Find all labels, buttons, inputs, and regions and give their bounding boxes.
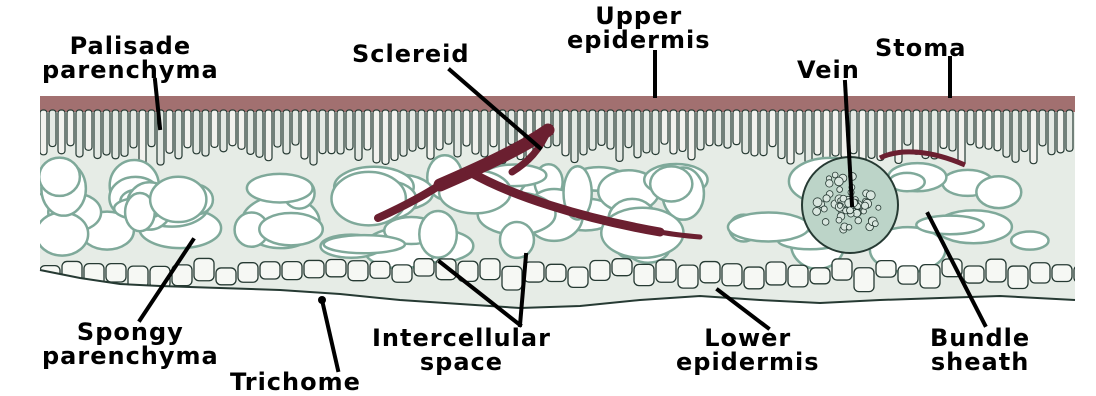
label-upper-line2: epidermis (567, 28, 711, 52)
label-lower-epidermis: Lower epidermis (676, 326, 820, 374)
label-palisade-line2: parenchyma (42, 58, 219, 82)
spongy-leader (140, 240, 193, 320)
label-upper-line1: Upper (567, 4, 711, 28)
label-bundle-line1: Bundle (930, 326, 1030, 350)
label-spongy-line2: parenchyma (42, 344, 219, 368)
trichome-leader (322, 300, 338, 370)
label-spongy-line1: Spongy (42, 320, 219, 344)
label-bundle-sheath: Bundle sheath (930, 326, 1030, 374)
label-intercellular-space: Intercellular space (372, 326, 551, 374)
label-palisade-line1: Palisade (42, 34, 219, 58)
label-lower-line1: Lower (676, 326, 820, 350)
palisade-leader (155, 80, 160, 128)
sclereid-leader (450, 70, 540, 148)
label-upper-epidermis: Upper epidermis (567, 4, 711, 52)
intercellular-leader-2 (520, 255, 526, 325)
label-vein-line1: Vein (797, 58, 860, 82)
label-stoma-line1: Stoma (875, 36, 966, 60)
label-spongy-parenchyma: Spongy parenchyma (42, 320, 219, 368)
label-sclereid: Sclereid (352, 42, 470, 66)
label-trichome: Trichome (230, 370, 361, 394)
bundle-sheath-leader (928, 214, 985, 325)
trichome (318, 296, 326, 304)
label-lower-line2: epidermis (676, 350, 820, 374)
label-vein: Vein (797, 58, 860, 82)
label-stoma: Stoma (875, 36, 966, 60)
label-trichome-line1: Trichome (230, 370, 361, 394)
intercellular-leader-1 (440, 262, 520, 325)
label-intercellular-line1: Intercellular (372, 326, 551, 350)
lower-epidermis-leader (718, 290, 768, 328)
label-intercellular-line2: space (372, 350, 551, 374)
vein-leader (845, 82, 852, 205)
label-palisade-parenchyma: Palisade parenchyma (42, 34, 219, 82)
label-bundle-line2: sheath (930, 350, 1030, 374)
label-sclereid-line1: Sclereid (352, 42, 470, 66)
